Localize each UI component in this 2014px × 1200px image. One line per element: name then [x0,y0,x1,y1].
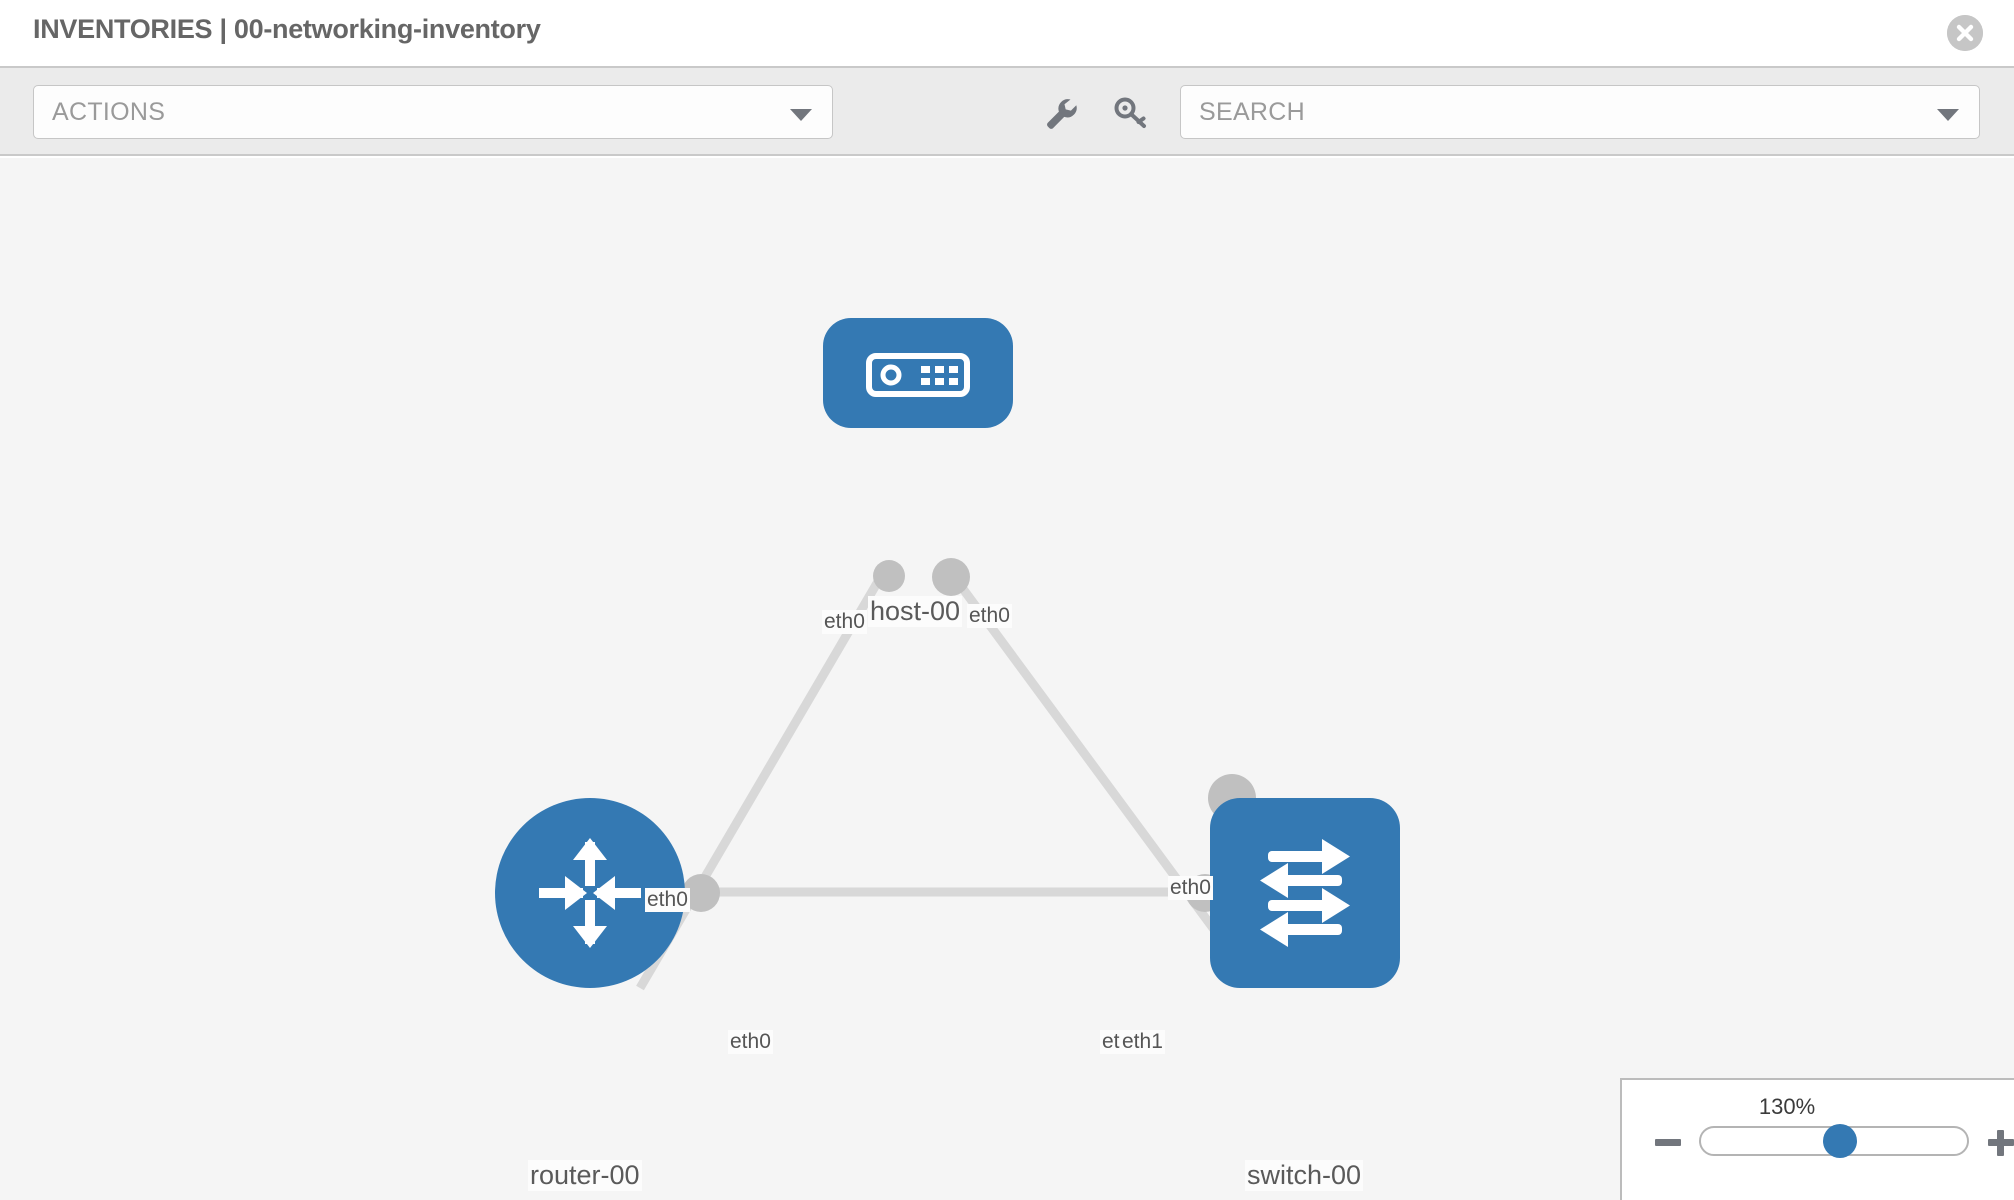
close-icon[interactable] [1947,15,1983,51]
close-icon-glyph [1947,15,1983,51]
server-icon [866,353,970,397]
switch-node-shape[interactable] [1210,798,1400,988]
toolbar: ACTIONS SEARCH [0,68,2014,156]
actions-dropdown[interactable]: ACTIONS [33,85,833,139]
host-node-shape[interactable] [823,318,1013,428]
node-label-switch-00: switch-00 [1245,1160,1364,1191]
link-label-router-up: eth0 [645,888,690,912]
link-label-switch-up: eth0 [1168,876,1213,900]
node-label-host-00: host-00 [868,596,963,627]
chevron-down-icon[interactable] [1937,109,1959,121]
page-header: INVENTORIES | 00-networking-inventory [0,0,2014,68]
zoom-out-button[interactable] [1655,1139,1681,1146]
key-icon-glyph [1114,97,1146,128]
link-label-host-left: eth0 [822,610,867,634]
router-arrows-icon [539,838,641,948]
chevron-down-icon [790,109,812,121]
page-title: INVENTORIES | 00-networking-inventory [33,14,541,44]
search-input[interactable]: SEARCH [1180,85,1980,139]
topology-canvas[interactable]: host-00 [0,158,2014,1200]
link-label-host-right: eth0 [967,604,1012,628]
zoom-control-panel: 130% [1620,1078,2014,1200]
endpoint-host-right[interactable] [932,558,970,596]
link-label-router-right: eth0 [728,1030,773,1054]
link-label-switch-left-b: eth1 [1120,1030,1165,1054]
search-placeholder: SEARCH [1199,98,1305,126]
wrench-icon-glyph [1047,99,1077,129]
actions-dropdown-label: ACTIONS [52,98,166,126]
wrench-icon[interactable] [1040,92,1082,134]
topology-links [636,575,1239,991]
zoom-slider-thumb[interactable] [1823,1124,1857,1158]
switch-arrows-icon [1260,839,1350,947]
key-icon[interactable] [1110,92,1152,134]
zoom-level-value: 130% [1758,1094,1816,1119]
zoom-in-icon-v [1997,1130,2004,1156]
endpoint-host-left[interactable] [873,560,905,592]
node-label-router-00: router-00 [528,1160,642,1191]
